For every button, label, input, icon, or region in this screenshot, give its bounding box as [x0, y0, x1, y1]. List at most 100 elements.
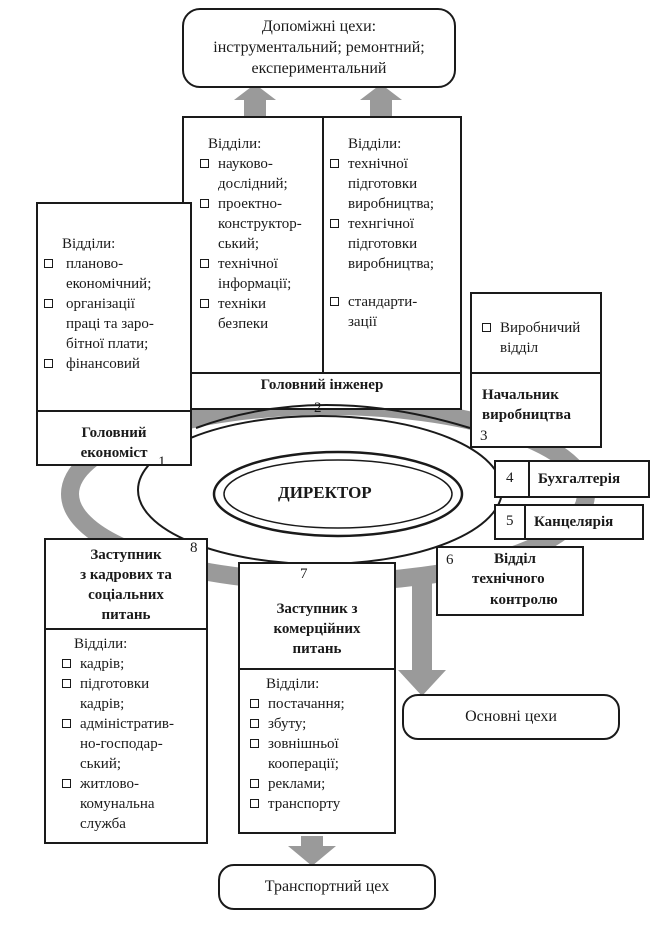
list-item: транспорту	[248, 794, 345, 814]
hr-divider	[46, 628, 206, 630]
chief-economist-box: Відділи: планово-економічний; організаці…	[36, 202, 192, 466]
list-item: адміністратив-но-господар-ський;	[60, 714, 174, 774]
checkbox-icon	[250, 779, 259, 788]
list-item: проектно-конструктор-ський;	[198, 194, 302, 254]
chief-economist-number: 1	[158, 454, 166, 470]
list-item: стандарти-зації	[328, 292, 434, 332]
production-head-number: 3	[480, 428, 488, 444]
production-title-1: Начальник	[482, 387, 559, 403]
hr-header: Відділи:	[74, 636, 128, 652]
chancellery-number: 5	[506, 513, 514, 529]
commerce-number: 7	[300, 566, 308, 582]
arrow-down-transport	[288, 836, 336, 866]
checkbox-icon	[62, 679, 71, 688]
checkbox-icon	[330, 297, 339, 306]
economist-departments: Відділи: планово-економічний; організаці…	[44, 234, 154, 374]
checkbox-icon	[44, 299, 53, 308]
checkbox-icon	[200, 199, 209, 208]
transport-shop-label: Транспортний цех	[264, 878, 390, 895]
director-label: ДИРЕКТОР	[278, 483, 372, 502]
chancellery-box: 5 Канцелярія	[494, 504, 644, 540]
economist-title-2: економіст	[80, 445, 148, 461]
column-divider	[322, 118, 324, 372]
commerce-deputy-box: 7 Заступник з комерційних питань Відділи…	[238, 562, 396, 834]
checkbox-icon	[62, 779, 71, 788]
hr-title-1: Заступник	[90, 547, 162, 563]
quality-control-number: 6	[446, 552, 454, 568]
hr-deputy-box: 8 Заступник з кадрових та соціальних пит…	[44, 538, 208, 844]
checkbox-icon	[200, 159, 209, 168]
economist-divider	[38, 410, 190, 412]
auxiliary-shops-line1: Допоміжні цехи:	[261, 18, 377, 35]
auxiliary-shops-line2: інструментальний; ремонтний;	[213, 39, 425, 56]
checkbox-icon	[62, 719, 71, 728]
chancellery-divider	[524, 506, 526, 538]
economist-header: Відділи:	[62, 236, 116, 252]
director-ellipse-outer	[212, 450, 464, 538]
list-item: збуту;	[248, 714, 345, 734]
hr-number: 8	[190, 540, 198, 556]
checkbox-icon	[250, 719, 259, 728]
checkbox-icon	[44, 259, 53, 268]
checkbox-icon	[330, 159, 339, 168]
auxiliary-shops-line3: експериментальний	[251, 60, 387, 77]
title-divider	[184, 372, 460, 374]
list-item: кадрів;	[60, 654, 174, 674]
economist-title-1: Головний	[81, 425, 147, 441]
checkbox-icon	[482, 323, 491, 332]
checkbox-icon	[200, 259, 209, 268]
col2-header: Відділи:	[348, 136, 402, 152]
chief-engineer-title: Головний інженер	[260, 377, 384, 393]
qc-line-3: контролю	[490, 592, 558, 608]
list-item: науково-дослідний;	[198, 154, 302, 194]
chief-engineer-number: 2	[314, 400, 322, 416]
accounting-label: Бухгалтерія	[538, 471, 621, 487]
hr-title-3: соціальних	[88, 587, 164, 603]
commerce-title-2: комерційних	[273, 621, 361, 637]
accounting-box: 4 Бухгалтерія	[494, 460, 650, 498]
accounting-divider	[528, 462, 530, 496]
checkbox-icon	[200, 299, 209, 308]
quality-control-box: 6 Відділ технічного контролю	[436, 546, 584, 616]
commerce-title-3: питань	[292, 641, 342, 657]
production-title-2: виробництва	[482, 407, 571, 423]
commerce-divider	[240, 668, 394, 670]
checkbox-icon	[250, 699, 259, 708]
chief-engineer-col1: Відділи: науково-дослідний; проектно-кон…	[198, 134, 302, 334]
checkbox-icon	[44, 359, 53, 368]
checkbox-icon	[250, 799, 259, 808]
arrow-up-left	[234, 84, 276, 118]
qc-line-2: технічного	[472, 571, 545, 587]
col1-header: Відділи:	[208, 136, 262, 152]
hr-title-4: питань	[101, 607, 151, 623]
accounting-number: 4	[506, 470, 514, 486]
qc-line-1: Відділ	[494, 551, 536, 567]
checkbox-icon	[250, 739, 259, 748]
arrow-up-right	[360, 84, 402, 118]
main-shops-box: Основні цехи	[402, 694, 620, 740]
main-shops-label: Основні цехи	[465, 708, 557, 725]
chief-engineer-box: Відділи: науково-дослідний; проектно-кон…	[182, 116, 462, 410]
auxiliary-shops-box: Допоміжні цехи: інструментальний; ремонт…	[182, 8, 456, 88]
director-ellipse-inner	[223, 459, 453, 529]
commerce-header: Відділи:	[266, 676, 320, 692]
list-item: реклами;	[248, 774, 345, 794]
commerce-title-1: Заступник з	[276, 601, 358, 617]
list-item: фінансовий	[44, 354, 154, 374]
list-item: постачання;	[248, 694, 345, 714]
hr-title-2: з кадрових та	[80, 567, 172, 583]
